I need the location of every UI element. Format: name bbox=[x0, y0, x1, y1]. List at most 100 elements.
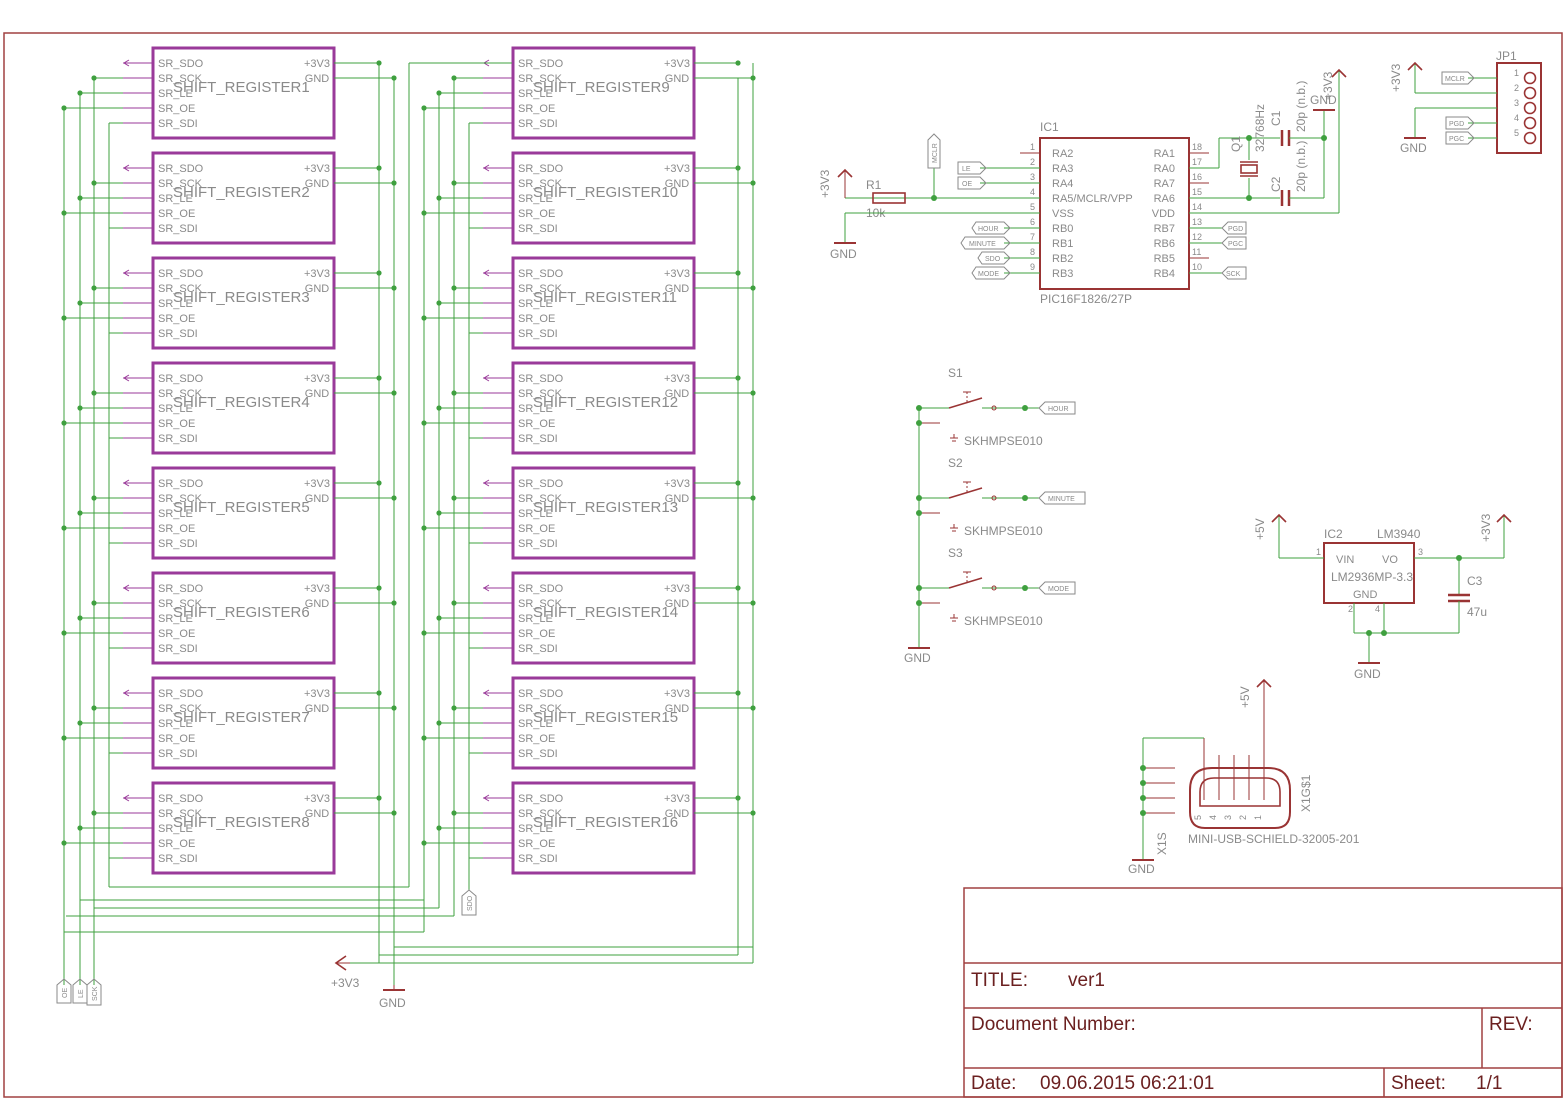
shift-register-12: SHIFT_REGISTER12SR_SDOSR_SCKSR_LESR_OESR… bbox=[421, 361, 756, 468]
switch-net-tag: MODE bbox=[1048, 586, 1069, 593]
ic1-pin-name: RB7 bbox=[1154, 223, 1175, 235]
pin-label-sr_sdo: SR_SDO bbox=[518, 688, 564, 700]
control-bus: +3V3 GND OE LE SCK SDO bbox=[56, 62, 754, 1010]
pin-label-sr_le: SR_LE bbox=[518, 613, 553, 625]
pin-label-vcc: +3V3 bbox=[664, 478, 690, 490]
pin-label-sr_sck: SR_SCK bbox=[518, 178, 563, 190]
svg-text:SDO: SDO bbox=[467, 895, 474, 911]
shift-register-name: SHIFT_REGISTER12 bbox=[533, 394, 678, 411]
pin-label-gnd: GND bbox=[305, 703, 330, 715]
svg-text:LM3940: LM3940 bbox=[1377, 527, 1421, 541]
ic1-pin-name: RA1 bbox=[1154, 148, 1175, 160]
ic1-pin-num: 1 bbox=[1030, 142, 1035, 152]
svg-text:LE: LE bbox=[78, 989, 85, 998]
pin-label-sr_oe: SR_OE bbox=[158, 313, 195, 325]
pin-label-gnd: GND bbox=[665, 73, 690, 85]
svg-text:OE: OE bbox=[62, 988, 69, 998]
pin-label-vcc: +3V3 bbox=[664, 58, 690, 70]
ic1-pin-num: 6 bbox=[1030, 217, 1035, 227]
svg-text:MCLR: MCLR bbox=[932, 143, 939, 163]
pin-label-sr_oe: SR_OE bbox=[158, 838, 195, 850]
pin-label-sr_oe: SR_OE bbox=[518, 208, 555, 220]
ic1-pin-name: RA6 bbox=[1154, 193, 1175, 205]
svg-text:HOUR: HOUR bbox=[978, 226, 999, 233]
usb-pin-num: 2 bbox=[1238, 815, 1248, 820]
ic1-pin-num: 8 bbox=[1030, 247, 1035, 257]
pin-label-sr_le: SR_LE bbox=[158, 718, 193, 730]
pin-label-sr_sdi: SR_SDI bbox=[518, 643, 558, 655]
ic1-pin-num: 15 bbox=[1192, 187, 1202, 197]
usb-pin-num: 5 bbox=[1193, 815, 1203, 820]
ic1-pin-name: RB3 bbox=[1052, 268, 1073, 280]
svg-text:SCK: SCK bbox=[92, 986, 99, 1001]
ic1-pin-num: 3 bbox=[1030, 172, 1035, 182]
docnum-label: Document Number: bbox=[971, 1014, 1136, 1035]
pin-label-vcc: +3V3 bbox=[664, 583, 690, 595]
mclr-net-tag bbox=[927, 133, 941, 169]
ic1-pin-name: VDD bbox=[1152, 208, 1175, 220]
svg-text:32768Hz: 32768Hz bbox=[1253, 104, 1267, 152]
pin-label-vcc: +3V3 bbox=[304, 583, 330, 595]
title-block: TITLE: ver1 Document Number: REV: Date: … bbox=[963, 887, 1563, 1098]
pin-label-sr_oe: SR_OE bbox=[518, 838, 555, 850]
svg-text:X1G$1: X1G$1 bbox=[1299, 774, 1313, 812]
pin-label-sr_sck: SR_SCK bbox=[518, 598, 563, 610]
svg-text:20p (n.b.): 20p (n.b.) bbox=[1294, 141, 1308, 192]
pin-label-sr_sck: SR_SCK bbox=[158, 283, 203, 295]
pin-label-gnd: GND bbox=[665, 703, 690, 715]
shift-register-10: SHIFT_REGISTER10SR_SDOSR_SCKSR_LESR_OESR… bbox=[421, 151, 756, 258]
pin-label-sr_sck: SR_SCK bbox=[518, 388, 563, 400]
shift-register-name: SHIFT_REGISTER1 bbox=[173, 79, 310, 96]
ic1-pin-name: RA0 bbox=[1154, 163, 1175, 175]
shift-register-name: SHIFT_REGISTER8 bbox=[173, 814, 310, 831]
ic1-pin-name: RA4 bbox=[1052, 178, 1073, 190]
jp1-pin-num: 1 bbox=[1514, 68, 1519, 78]
svg-text:3: 3 bbox=[1418, 547, 1423, 557]
svg-text:C1: C1 bbox=[1269, 110, 1283, 126]
ic1-pin-num: 13 bbox=[1192, 217, 1202, 227]
switch-net-tag: MINUTE bbox=[1048, 496, 1075, 503]
pin-label-sr_sck: SR_SCK bbox=[518, 703, 563, 715]
svg-text:VO: VO bbox=[1382, 554, 1398, 566]
ic1-pin-num: 10 bbox=[1192, 262, 1202, 272]
pin-label-sr_oe: SR_OE bbox=[518, 733, 555, 745]
svg-text:MODE: MODE bbox=[978, 271, 999, 278]
svg-text:PGC: PGC bbox=[1228, 241, 1243, 248]
pin-label-sr_le: SR_LE bbox=[158, 403, 193, 415]
pin-label-sr_sdo: SR_SDO bbox=[158, 163, 204, 175]
ic1-pin-num: 17 bbox=[1192, 157, 1202, 167]
svg-text:4: 4 bbox=[1375, 604, 1380, 614]
pin-label-gnd: GND bbox=[305, 388, 330, 400]
ic1-pin-name: RB2 bbox=[1052, 253, 1073, 265]
shift-register-6: SHIFT_REGISTER6SR_SDOSR_SCKSR_LESR_OESR_… bbox=[61, 571, 397, 678]
ic1-pin-name: RB5 bbox=[1154, 253, 1175, 265]
oe-net-tag: OE bbox=[56, 978, 72, 1004]
pin-label-gnd: GND bbox=[665, 178, 690, 190]
ic2-voltage-regulator: IC2 LM3940 VIN VO LM2936MP-3.3 GND 1 3 2… bbox=[1253, 513, 1512, 681]
svg-text:C2: C2 bbox=[1269, 176, 1283, 192]
ic1-pin-name: RB6 bbox=[1154, 238, 1175, 250]
shift-register-5: SHIFT_REGISTER5SR_SDOSR_SCKSR_LESR_OESR_… bbox=[61, 466, 397, 573]
ic1-pin-num: 4 bbox=[1030, 187, 1035, 197]
pin-label-sr_sck: SR_SCK bbox=[158, 388, 203, 400]
pin-label-sr_le: SR_LE bbox=[158, 613, 193, 625]
svg-text:VIN: VIN bbox=[1336, 554, 1354, 566]
pin-label-sr_sdi: SR_SDI bbox=[518, 223, 558, 235]
pin-label-vcc: +3V3 bbox=[304, 163, 330, 175]
shift-register-7: SHIFT_REGISTER7SR_SDOSR_SCKSR_LESR_OESR_… bbox=[61, 676, 397, 783]
shift-register-name: SHIFT_REGISTER5 bbox=[173, 499, 310, 516]
reset-circuit: MCLR R1 10k +3V3 GND bbox=[818, 133, 1040, 261]
shift-register-name: SHIFT_REGISTER3 bbox=[173, 289, 310, 306]
pin-label-sr_oe: SR_OE bbox=[518, 313, 555, 325]
pin-label-sr_sdo: SR_SDO bbox=[158, 268, 204, 280]
shift-register-name: SHIFT_REGISTER15 bbox=[533, 709, 678, 726]
pin-label-sr_sdo: SR_SDO bbox=[518, 268, 564, 280]
svg-text:MINUTE: MINUTE bbox=[969, 241, 996, 248]
ic1-pin-num: 2 bbox=[1030, 157, 1035, 167]
svg-text:+5V: +5V bbox=[1238, 686, 1252, 708]
ic1-pin-name: RA2 bbox=[1052, 148, 1073, 160]
pin-label-sr_le: SR_LE bbox=[518, 508, 553, 520]
pin-label-sr_sck: SR_SCK bbox=[158, 598, 203, 610]
